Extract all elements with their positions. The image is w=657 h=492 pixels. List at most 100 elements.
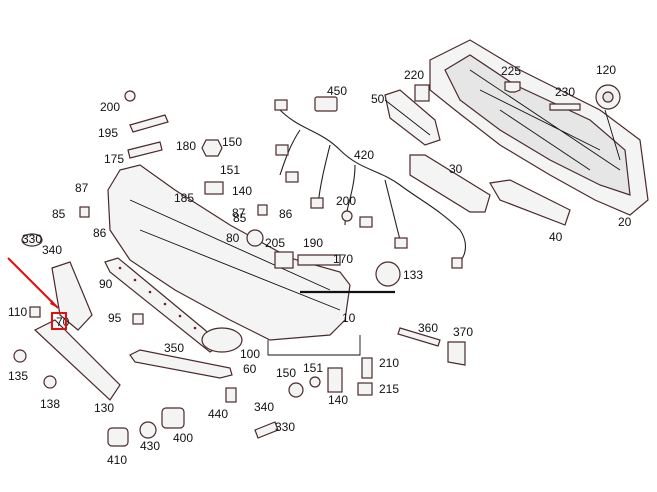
nut-140a	[204, 181, 224, 195]
label-200a: 200	[100, 100, 120, 114]
bumper-cover-10	[107, 164, 361, 356]
label-130: 130	[94, 401, 114, 415]
label-410: 410	[107, 453, 127, 467]
label-70: 70	[56, 315, 70, 329]
label-225: 225	[501, 64, 521, 78]
label-86a: 86	[93, 226, 107, 240]
label-430: 430	[140, 439, 160, 453]
label-420: 420	[354, 148, 374, 162]
screw-135	[13, 349, 27, 363]
label-87a: 87	[75, 181, 89, 195]
label-151a: 151	[220, 163, 240, 177]
cap-330b	[21, 233, 43, 247]
bracket-195	[129, 114, 169, 133]
bracket-370	[447, 341, 466, 366]
fog-light-cover-100	[201, 327, 243, 353]
label-86b: 86	[279, 207, 293, 221]
label-175: 175	[104, 152, 124, 166]
label-215: 215	[379, 382, 399, 396]
label-30: 30	[449, 162, 463, 176]
label-138: 138	[40, 397, 60, 411]
label-90: 90	[99, 277, 113, 291]
spring-210	[361, 357, 373, 379]
label-200b: 200	[336, 194, 356, 208]
wiring-harness-420	[274, 99, 466, 269]
label-100: 100	[240, 347, 260, 361]
sensor-410	[107, 427, 129, 447]
clip-95	[132, 313, 144, 325]
label-50: 50	[371, 92, 385, 106]
sensor-400	[161, 407, 185, 429]
part-labels: 10 20 30 40 50 60 70 80 85 85 86 86 87 8…	[8, 63, 632, 467]
bracket-175	[127, 141, 163, 159]
label-230: 230	[555, 85, 575, 99]
label-340b: 340	[254, 400, 274, 414]
label-440: 440	[208, 407, 228, 421]
bracket-120	[595, 84, 621, 161]
bracket-205	[274, 251, 294, 269]
bumper-reinforcement-20	[429, 39, 649, 216]
absorber-40	[489, 179, 571, 226]
tool-icon-133	[375, 261, 401, 287]
bracket-140b	[327, 367, 343, 393]
absorber-30	[409, 154, 491, 213]
grommet-430	[139, 421, 157, 439]
bolt-230	[549, 103, 581, 111]
label-195: 195	[98, 126, 118, 140]
label-140a: 140	[232, 184, 252, 198]
license-plate-holder-130	[33, 319, 121, 401]
label-330b: 330	[22, 232, 42, 246]
label-370: 370	[453, 325, 473, 339]
label-340a: 340	[42, 243, 62, 257]
side-bracket-50	[384, 89, 441, 146]
label-210: 210	[379, 356, 399, 370]
nut-150a	[201, 139, 223, 157]
label-180: 180	[176, 139, 196, 153]
label-220: 220	[404, 68, 424, 82]
cap-215	[357, 382, 373, 396]
screw-138	[43, 375, 57, 389]
label-450: 450	[327, 84, 347, 98]
clip-85a	[79, 206, 90, 218]
label-95: 95	[108, 311, 122, 325]
washer-151b	[309, 376, 321, 388]
label-150b: 150	[276, 366, 296, 380]
clip-110	[29, 306, 41, 318]
label-185: 185	[174, 191, 194, 205]
screw-200a	[124, 90, 136, 102]
highlight-box	[51, 312, 67, 330]
sensor-450	[314, 96, 338, 112]
pin-440	[225, 387, 237, 403]
label-87b: 87	[232, 206, 246, 220]
label-190: 190	[303, 236, 323, 250]
trim-strip-60	[129, 349, 233, 379]
screw-225	[504, 81, 521, 93]
screw-200b	[341, 210, 353, 222]
label-360: 360	[418, 321, 438, 335]
label-110: 110	[8, 305, 27, 319]
label-400: 400	[173, 431, 193, 445]
label-120: 120	[596, 63, 616, 77]
label-40: 40	[549, 230, 563, 244]
label-85b: 85	[233, 211, 247, 225]
bracket-190	[297, 254, 341, 266]
highlight-arrow	[7, 257, 59, 309]
label-330a: 330	[275, 420, 295, 434]
label-135: 135	[8, 369, 28, 383]
label-140b: 140	[328, 393, 348, 407]
label-151b: 151	[303, 361, 323, 375]
label-150a: 150	[222, 135, 242, 149]
nut-150b	[288, 382, 304, 398]
clip-220	[414, 84, 430, 102]
bracket-330a	[254, 421, 279, 439]
label-85a: 85	[52, 207, 66, 221]
label-20: 20	[618, 215, 632, 229]
clip-85b	[257, 204, 268, 216]
label-60: 60	[243, 362, 257, 376]
label-205: 205	[265, 236, 285, 250]
label-133: 133	[403, 268, 423, 282]
tow-eye-360	[397, 327, 441, 347]
label-80: 80	[226, 231, 240, 245]
cap-80	[246, 229, 264, 247]
